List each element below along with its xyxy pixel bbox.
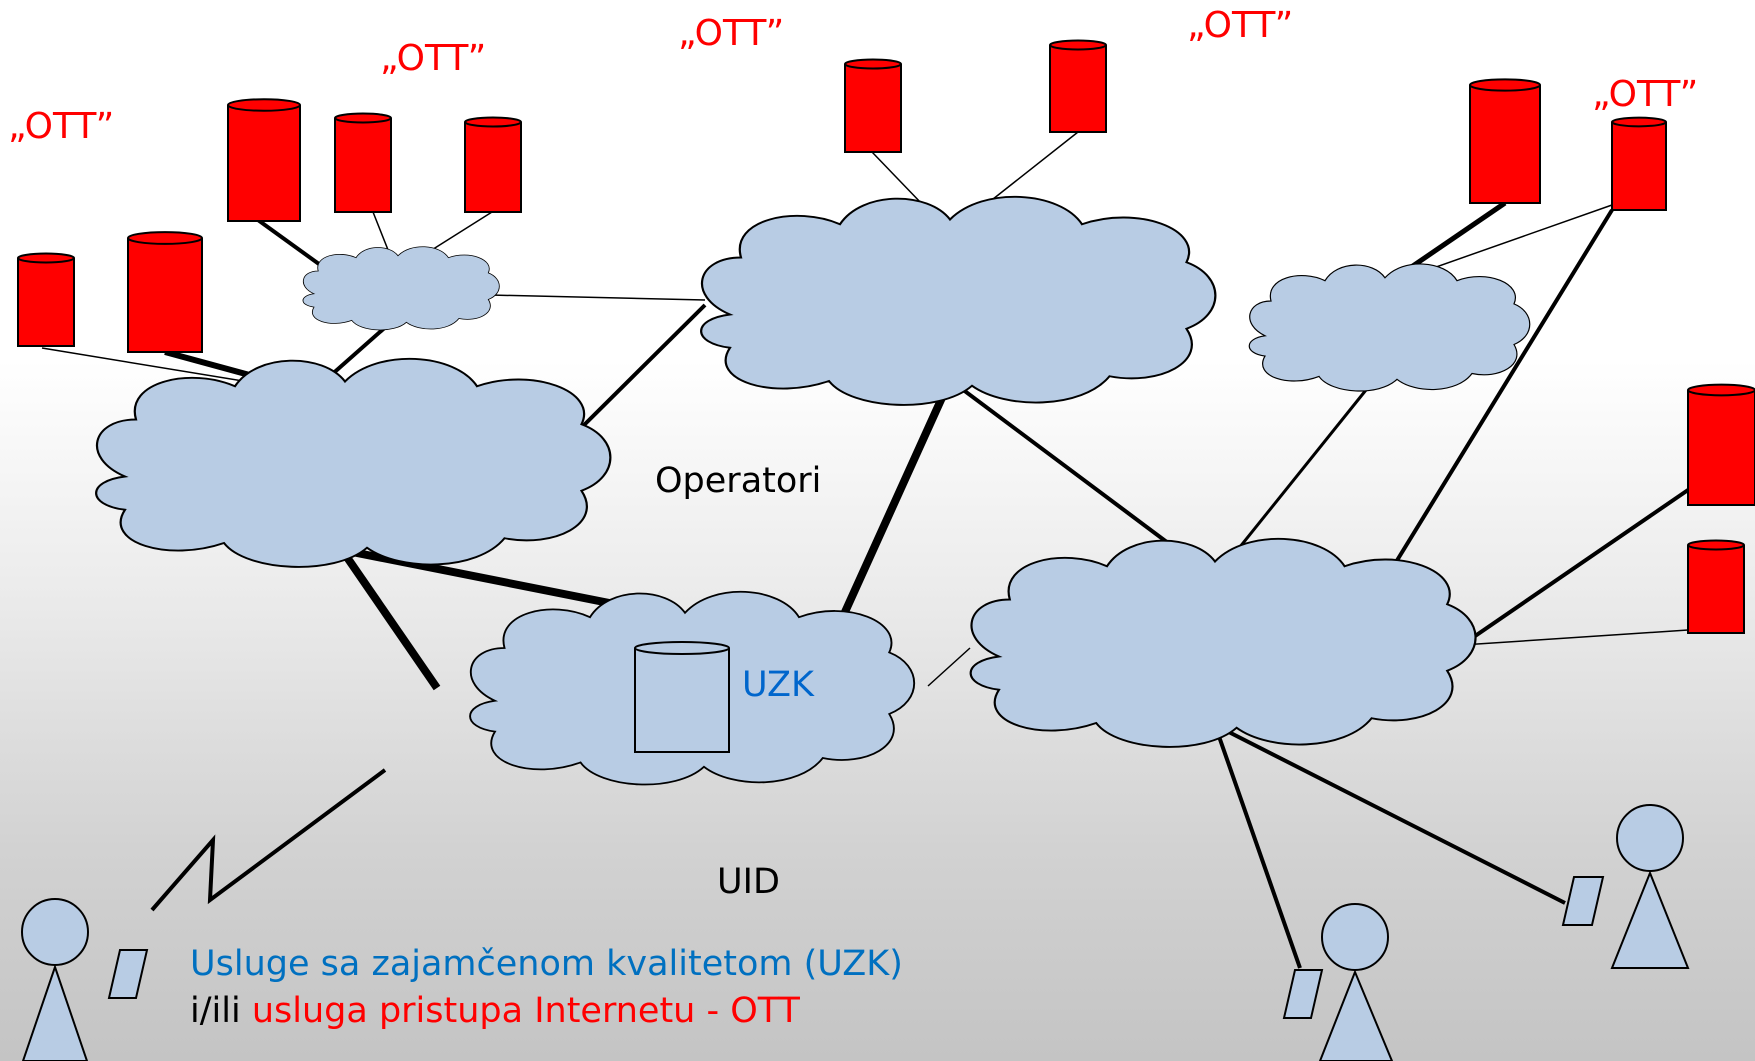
- link-thin: [489, 294, 706, 301]
- server-cylinder-icon: [334, 112, 392, 213]
- cloud-icon: [302, 246, 500, 331]
- link-medium: [256, 218, 332, 274]
- link-medium: [1214, 723, 1566, 905]
- server-cylinder-icon: [227, 98, 301, 222]
- server-cylinder-icon: [1687, 383, 1755, 506]
- ott-label: „OTT”: [1187, 5, 1293, 46]
- link-thick: [338, 547, 441, 691]
- cloud-icon: [969, 537, 1477, 748]
- link-thick: [841, 378, 954, 614]
- user-icon: [1318, 903, 1394, 1061]
- cloud-icon: [95, 357, 612, 568]
- link-medium: [1383, 208, 1614, 582]
- caption-line-2: i/ili usluga pristupa Internetu - OTT: [190, 991, 801, 1031]
- cloud-icon: [700, 195, 1217, 406]
- server-cylinder-icon: [1687, 539, 1745, 634]
- device-icon: [107, 949, 149, 999]
- caption-line-1: Usluge sa zajamčenom kvalitetom (UZK): [190, 944, 903, 984]
- ott-servers: [17, 39, 1755, 634]
- link-thin: [1461, 629, 1689, 646]
- ott-label: „OTT”: [1592, 74, 1698, 115]
- caption: Usluge sa zajamčenom kvalitetom (UZK) i/…: [190, 944, 903, 1031]
- cloud-icon: [469, 590, 916, 786]
- caption-prefix: i/ili: [190, 991, 252, 1031]
- server-cylinder-icon: [1049, 39, 1107, 133]
- operatori-label: Operatori: [655, 461, 821, 501]
- server-cylinder-icon: [464, 116, 522, 213]
- server-cylinder-icon: [17, 252, 75, 347]
- server-cylinder-icon: [844, 58, 902, 153]
- link-thin: [927, 647, 971, 687]
- ott-label: „OTT”: [380, 38, 486, 79]
- ott-label: „OTT”: [678, 13, 784, 54]
- users: [21, 804, 1690, 1061]
- device-icon: [1561, 876, 1605, 926]
- user-icon: [1610, 804, 1690, 969]
- server-cylinder-icon: [1469, 78, 1541, 204]
- device-icon: [1282, 969, 1324, 1019]
- link-medium: [1460, 488, 1690, 647]
- ott-labels: „OTT” „OTT” „OTT” „OTT” „OTT”: [8, 5, 1698, 147]
- link-medium: [573, 303, 707, 436]
- user-icon: [21, 898, 89, 1061]
- server-cylinder-icon: [127, 231, 203, 353]
- server-cylinder-icon: [1611, 116, 1667, 211]
- wireless-link-icon: [150, 768, 387, 912]
- caption-highlight: usluga pristupa Internetu - OTT: [252, 991, 801, 1031]
- cloud-icon: [1248, 263, 1531, 392]
- ott-label: „OTT”: [8, 106, 114, 147]
- uzk-label: UZK: [742, 665, 815, 705]
- uid-label: UID: [717, 862, 780, 902]
- link-medium: [1213, 724, 1302, 969]
- uzk-server-icon: [634, 641, 730, 753]
